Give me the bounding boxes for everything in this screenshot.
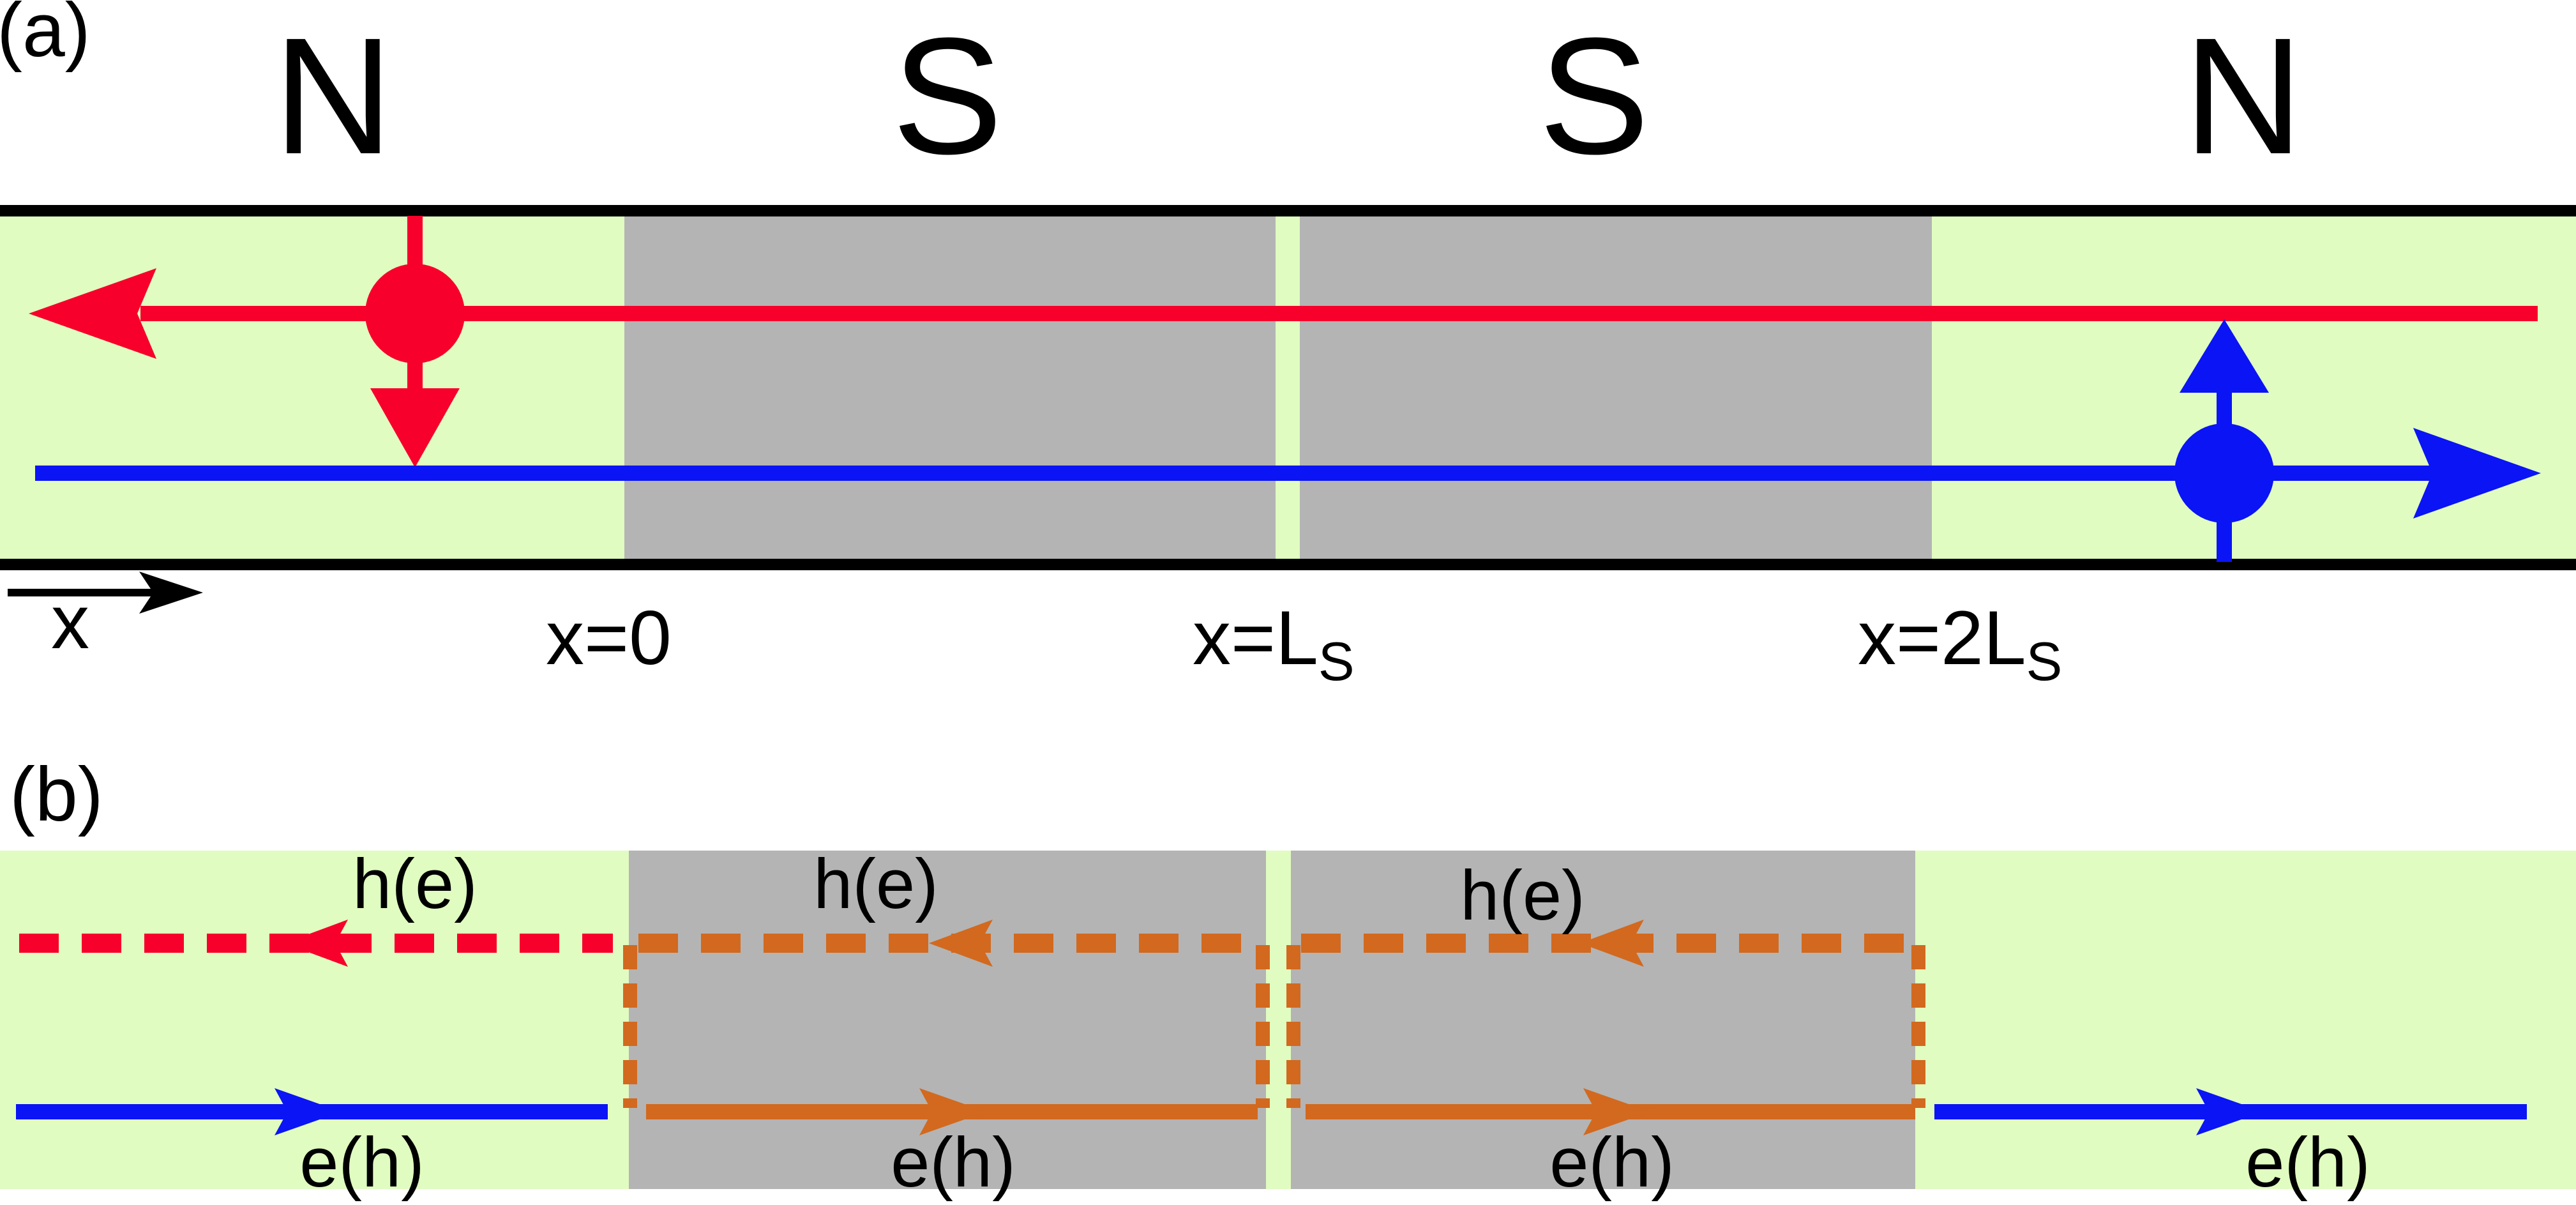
red-down-arrowhead	[370, 388, 460, 467]
region-label-s-right: S	[1539, 4, 1649, 189]
hole-label-s2: h(e)	[1460, 856, 1585, 935]
superconductor-left-a	[624, 213, 1276, 562]
normal-region-b	[0, 851, 2576, 1189]
position-label-xls: x=LS	[1193, 595, 1355, 692]
electron-label-s1: e(h)	[891, 1123, 1016, 1202]
panel-b-label: (b)	[10, 752, 103, 837]
panel-a: (a) N S S N x x=0 x=LS x=2LS	[0, 0, 2576, 692]
electron-label-right: e(h)	[2245, 1123, 2370, 1202]
region-label-s-left: S	[892, 4, 1002, 189]
panel-b: (b) h(e) h(e) h(e) e(h)	[0, 752, 2576, 1202]
superconductor-right-a	[1300, 213, 1932, 562]
mixed-top-arrowhead-s2	[1580, 920, 1644, 967]
superconductor-left-b	[629, 851, 1266, 1189]
mixed-top-arrowhead-s1	[929, 920, 993, 967]
electron-label-left: e(h)	[299, 1123, 425, 1202]
mixed-bottom-arrowhead-s1	[919, 1088, 986, 1135]
electron-channel-arrowhead	[2413, 428, 2541, 519]
hole-path-left-arrowhead	[284, 920, 348, 967]
position-label-x0: x=0	[546, 595, 672, 681]
hole-label-left: h(e)	[352, 845, 478, 923]
electron-label-s2: e(h)	[1549, 1123, 1675, 1202]
x-axis-label: x	[51, 579, 89, 665]
electron-path-left-arrowhead	[275, 1088, 342, 1135]
superconductor-right-b	[1291, 851, 1915, 1189]
hole-channel-arrowhead	[29, 268, 156, 359]
position-label-x2ls: x=2LS	[1858, 595, 2062, 692]
electron-path-right-arrowhead	[2196, 1088, 2263, 1135]
hole-label-s1: h(e)	[813, 845, 938, 923]
x-axis-arrowhead	[139, 572, 203, 614]
region-label-n-left: N	[273, 4, 393, 189]
panel-a-label: (a)	[0, 0, 91, 73]
region-label-n-right: N	[2183, 4, 2303, 189]
blue-up-arrowhead	[2180, 319, 2269, 393]
mixed-bottom-arrowhead-s2	[1583, 1088, 1650, 1135]
andreev-reflection-node-right	[2174, 423, 2274, 523]
